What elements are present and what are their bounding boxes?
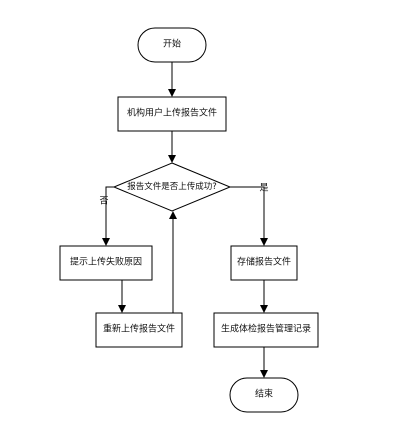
fail-reason-label: 提示上传失败原因 [69, 257, 143, 268]
fail-reason-process [59, 245, 153, 281]
store-label: 存储报告文件 [236, 257, 292, 268]
edge-decision-no [102, 186, 114, 246]
record-process [213, 312, 319, 348]
upload-label: 机构用户上传报告文件 [126, 108, 218, 119]
edge-decision-yes [230, 186, 268, 246]
start-label: 开始 [162, 39, 182, 50]
record-label: 生成体检报告管理记录 [220, 324, 312, 335]
edge-yes-label: 是 [259, 183, 269, 194]
reupload-process [95, 312, 183, 348]
edge-no-label: 否 [99, 196, 109, 207]
reupload-label: 重新上传报告文件 [102, 324, 176, 335]
decision-label: 报告文件是否上传成功? [127, 181, 217, 192]
end-label: 结束 [254, 389, 274, 400]
end-terminal [229, 377, 299, 413]
upload-process [117, 96, 227, 132]
